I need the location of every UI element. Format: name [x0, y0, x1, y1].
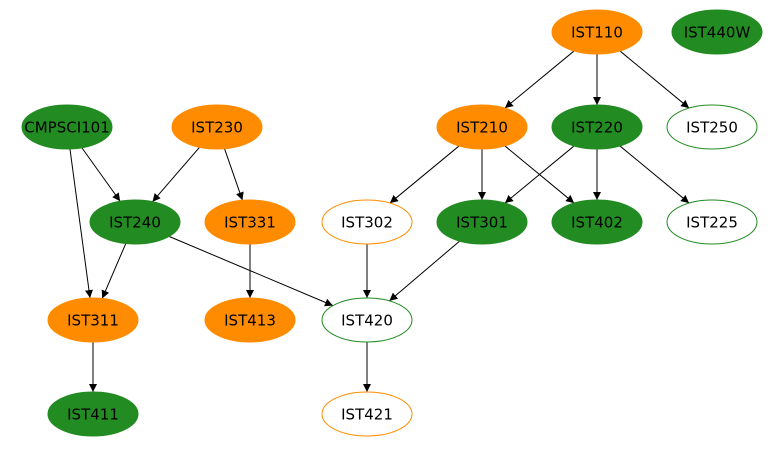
node-shape [47, 391, 139, 437]
edge-ist240-to-ist420 [168, 235, 334, 307]
node-label: IST421 [341, 406, 393, 424]
node-ist420: IST420 [321, 297, 413, 343]
node-shape [171, 104, 263, 150]
node-ist440w: IST440W [671, 9, 763, 55]
edge-ist230-to-ist240 [152, 146, 200, 203]
node-shape [551, 9, 643, 55]
node-label: IST110 [571, 24, 623, 42]
node-ist411: IST411 [47, 391, 139, 437]
node-label: IST230 [191, 119, 243, 137]
node-ist110: IST110 [551, 9, 643, 55]
node-shape [551, 104, 643, 150]
node-label: IST225 [686, 214, 738, 232]
node-label: IST420 [341, 312, 393, 330]
node-label: IST210 [456, 119, 508, 137]
node-label: IST250 [686, 119, 738, 137]
node-shape [666, 104, 758, 150]
node-ist402: IST402 [551, 199, 643, 245]
node-shape [204, 199, 296, 245]
node-ist210: IST210 [436, 104, 528, 150]
node-shape [436, 199, 528, 245]
node-shape [671, 9, 763, 55]
node-cmpsci101: CMPSCI101 [21, 104, 113, 150]
node-ist331: IST331 [204, 199, 296, 245]
node-label: IST311 [67, 312, 119, 330]
edge-ist210-to-ist302 [389, 145, 460, 204]
node-label: IST413 [224, 312, 276, 330]
node-label: IST302 [341, 214, 393, 232]
node-label: IST301 [456, 214, 508, 232]
node-shape [47, 297, 139, 343]
node-shape [321, 391, 413, 437]
node-shape [204, 297, 296, 343]
node-ist421: IST421 [321, 391, 413, 437]
edge-cmpsci101-to-ist311 [69, 148, 93, 299]
edges [69, 50, 690, 392]
node-shape [321, 199, 413, 245]
edge-ist220-to-ist301 [504, 145, 575, 204]
node-ist250: IST250 [666, 104, 758, 150]
node-label: IST240 [109, 214, 161, 232]
edge-ist220-to-ist225 [619, 145, 690, 204]
node-shape [666, 199, 758, 245]
edge-ist110-to-ist210 [504, 50, 575, 109]
edge-ist230-to-ist331 [224, 148, 244, 201]
node-ist240: IST240 [89, 199, 181, 245]
node-shape [436, 104, 528, 150]
node-label: IST402 [571, 214, 623, 232]
edge-ist110-to-ist250 [619, 50, 690, 109]
node-ist301: IST301 [436, 199, 528, 245]
node-ist230: IST230 [171, 104, 263, 150]
nodes: IST110 IST440W CMPSCI101 IST230 IST210 IST220… [21, 9, 763, 437]
node-label: IST411 [67, 406, 119, 424]
edge-cmpsci101-to-ist240 [81, 147, 121, 202]
node-shape [89, 199, 181, 245]
node-ist302: IST302 [321, 199, 413, 245]
node-ist220: IST220 [551, 104, 643, 150]
node-shape [551, 199, 643, 245]
edge-ist240-to-ist311 [101, 243, 127, 299]
node-label: CMPSCI101 [24, 119, 110, 137]
node-ist225: IST225 [666, 199, 758, 245]
edge-ist301-to-ist420 [389, 240, 460, 302]
node-label: IST220 [571, 119, 623, 137]
node-shape [321, 297, 413, 343]
node-label: IST331 [224, 214, 276, 232]
node-ist413: IST413 [204, 297, 296, 343]
node-shape [21, 104, 113, 150]
node-ist311: IST311 [47, 297, 139, 343]
node-label: IST440W [684, 24, 751, 42]
